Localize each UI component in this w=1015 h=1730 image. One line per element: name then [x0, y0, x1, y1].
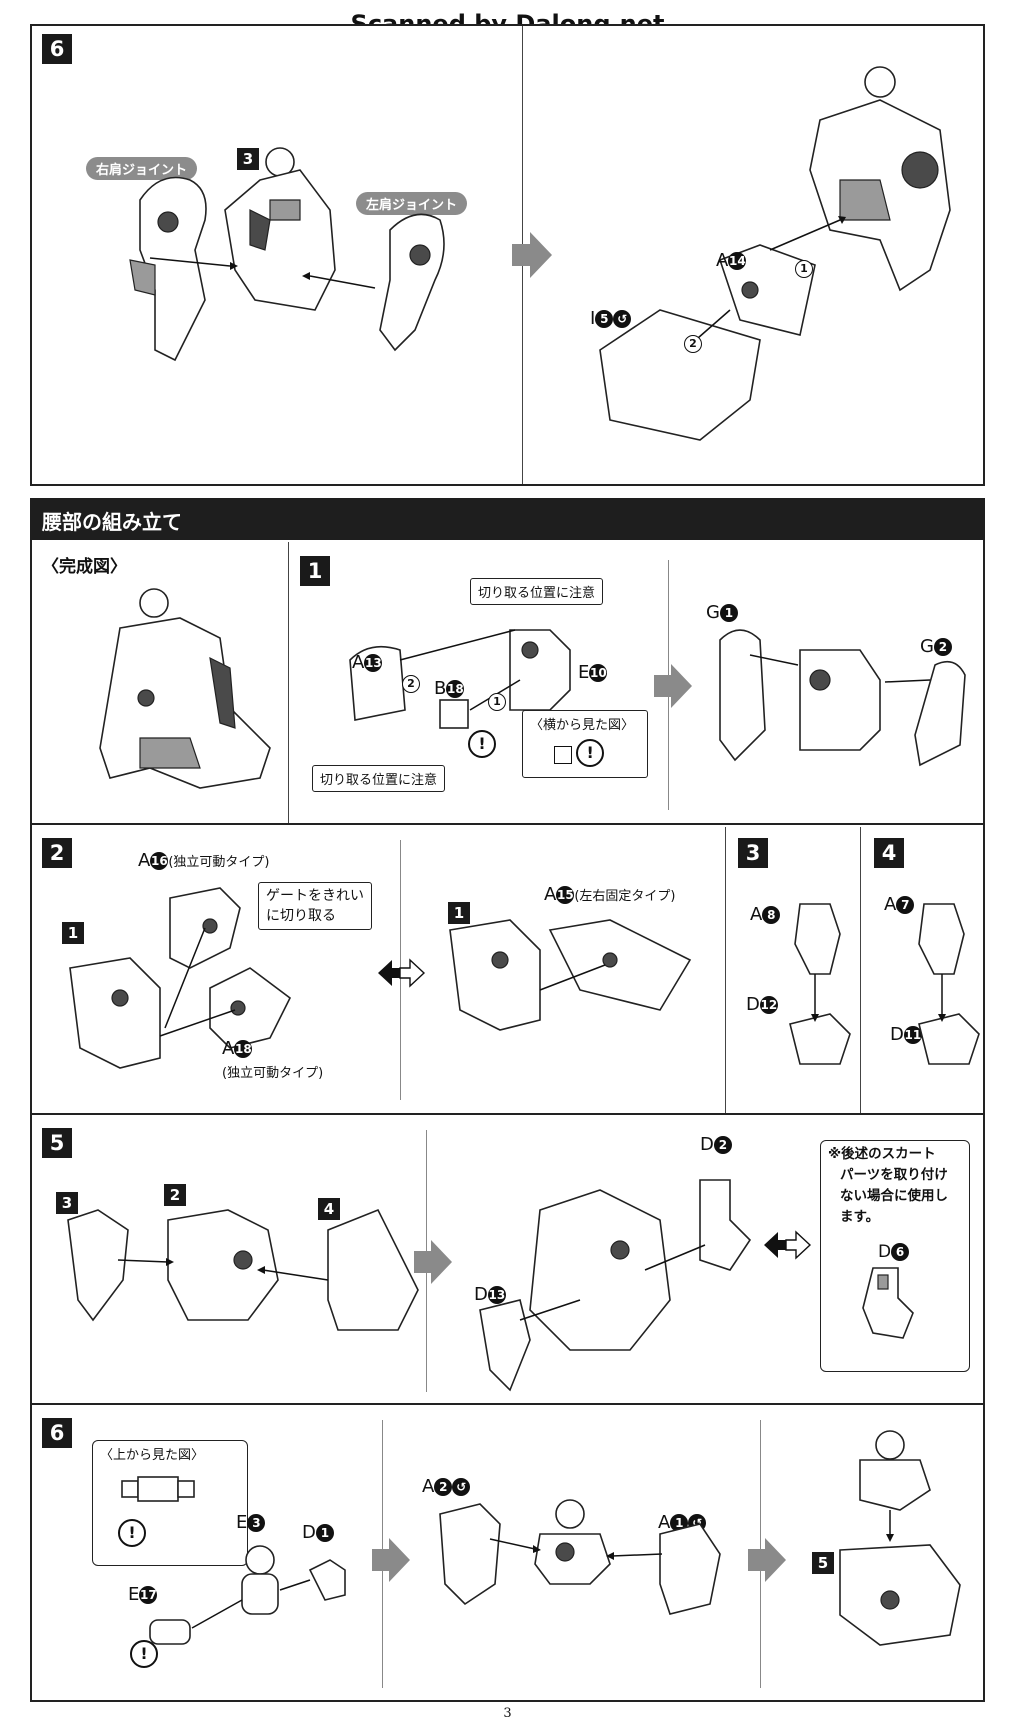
step5-ref-2: 2	[164, 1184, 186, 1206]
step6-ref-5: 5	[812, 1552, 834, 1574]
sticker-icon: ↺	[613, 310, 632, 328]
step5-ref-4: 4	[318, 1198, 340, 1220]
step4-illustration	[918, 903, 980, 1065]
step1-parts-illustration	[349, 629, 571, 729]
label-part-a15: A15(左右固定タイプ)	[544, 884, 676, 905]
sticker-icon: ↺	[452, 1478, 471, 1496]
completed-view-label: 〈完成図〉	[42, 557, 127, 577]
label-part-d12: D12	[746, 994, 778, 1015]
alternate-swap-icon	[764, 1230, 812, 1260]
shoulder-cover-assembly-illustration	[599, 66, 951, 441]
label-part-a14: A14	[716, 250, 747, 271]
label-part-e10: E10	[578, 662, 608, 683]
label-part-e17: E17	[128, 1584, 158, 1605]
label-part-d11: D11	[890, 1024, 922, 1045]
step1-order-2: 2	[402, 672, 420, 693]
step2-left-illustration	[69, 887, 292, 1069]
row2-divider-b	[725, 827, 726, 1113]
step6-final-illustration	[839, 1430, 961, 1646]
cut-position-note-bottom: 切り取る位置に注意	[312, 765, 446, 792]
step6-number: 6	[42, 1418, 72, 1448]
label-part-a18: A18	[222, 1038, 253, 1059]
next-arrow-icon	[512, 232, 552, 278]
step3-number: 3	[738, 838, 768, 868]
section-title: 腰部の組み立て	[42, 510, 182, 534]
gate-trim-note: ゲートをきれい に切り取る	[258, 882, 372, 930]
ref-step-3: 3	[237, 148, 259, 170]
step1-caution: !	[468, 730, 496, 758]
completed-waist-illustration	[99, 588, 271, 789]
caution-icon: !	[576, 739, 605, 767]
caution-icon: !	[118, 1519, 146, 1547]
step2-number: 2	[42, 838, 72, 868]
step2-right-illustration	[449, 919, 692, 1031]
side-view-box: 〈横から見た図〉 !	[522, 710, 648, 778]
step6-middle-illustration	[439, 1499, 721, 1615]
section-title-bar	[30, 498, 985, 540]
step2-ref-1a: 1	[62, 922, 84, 944]
step6-next-arrow-1-icon	[372, 1538, 410, 1582]
step1-next-arrow-icon	[654, 664, 692, 708]
step5-next-arrow-icon	[414, 1240, 452, 1284]
step1-order-1: 1	[488, 690, 506, 711]
label-part-a18-note: (独立可動タイプ)	[222, 1066, 324, 1081]
top-view-box: 〈上から見た図〉 !	[92, 1440, 248, 1566]
shoulder-joint-assembly-illustration	[129, 147, 445, 362]
label-part-a16: A16(独立可動タイプ)	[138, 850, 270, 871]
top-step-number: 6	[42, 34, 72, 64]
step3-illustration	[789, 903, 851, 1065]
top-view-part-illustration	[121, 1476, 195, 1502]
label-part-b18: B18	[434, 678, 465, 699]
order-marker-1: 1	[795, 257, 813, 278]
step6-left-illustration	[149, 1545, 346, 1645]
step6-caution: !	[130, 1640, 158, 1668]
swap-arrows-icon	[378, 958, 426, 988]
part-d6-illustration	[862, 1267, 914, 1339]
step6-next-arrow-2-icon	[748, 1538, 786, 1582]
step4-number: 4	[874, 838, 904, 868]
label-part-d13: D13	[474, 1284, 506, 1305]
step5-number: 5	[42, 1128, 72, 1158]
step5-left-illustration	[67, 1208, 419, 1331]
row2-divider-c	[860, 827, 861, 1113]
label-right-shoulder-joint: 右肩ジョイント	[86, 157, 198, 180]
step2-ref-1b: 1	[448, 902, 470, 924]
step1-joints-illustration	[719, 629, 966, 767]
label-left-shoulder-joint: 左肩ジョイント	[356, 192, 468, 215]
step1-number: 1	[300, 556, 330, 586]
page-number: 3	[503, 1706, 512, 1721]
cut-position-note-top: 切り取る位置に注意	[470, 578, 604, 605]
label-part-a13: A13	[352, 652, 383, 673]
step5-right-illustration	[479, 1179, 752, 1392]
row1-divider-a	[288, 542, 289, 823]
order-marker-2: 2	[684, 332, 702, 353]
step5-ref-3: 3	[56, 1192, 78, 1214]
